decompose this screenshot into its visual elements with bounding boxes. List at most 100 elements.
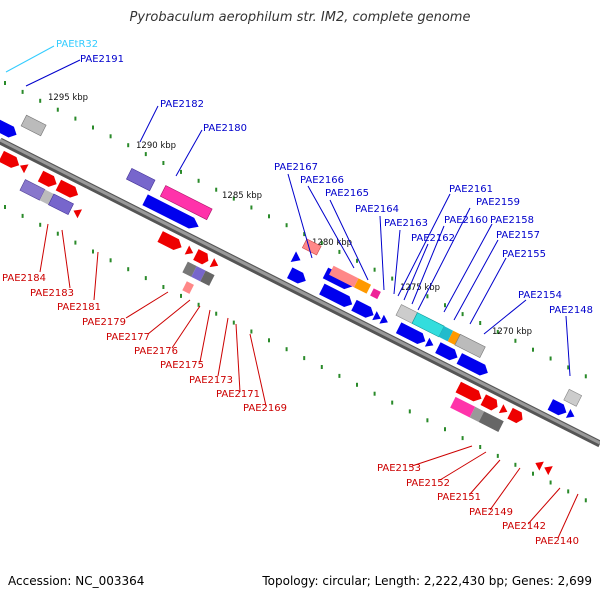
gene-feature[interactable] [533,458,544,471]
gene-feature[interactable] [20,114,47,137]
gene-label[interactable]: PAE2182 [160,99,204,110]
gene-feature[interactable] [193,249,211,266]
gene-label[interactable]: PAE2140 [535,536,579,547]
scale-tick [180,293,182,298]
gene-feature[interactable] [507,407,525,425]
gene-label[interactable]: PAE2165 [325,188,369,199]
gene-feature[interactable] [395,322,428,346]
scale-tick [268,338,270,343]
leader-line [5,45,55,73]
gene-label[interactable]: PAE2162 [411,233,455,244]
gene-label[interactable]: PAE2151 [437,492,481,503]
gene-label[interactable]: PAE2177 [106,332,150,343]
scale-tick [56,107,59,112]
leader-line [249,333,267,407]
scale-tick [21,89,24,94]
gene-feature[interactable] [372,311,383,323]
gene-label[interactable]: PAE2155 [502,249,546,260]
gene-feature[interactable] [542,463,553,476]
gene-feature[interactable] [301,238,322,256]
gene-feature[interactable] [563,388,583,407]
gene-label[interactable]: PAE2173 [189,375,233,386]
gene-label[interactable]: PAE2154 [518,290,562,301]
scale-tick [461,312,464,317]
gene-label[interactable]: PAE2169 [243,403,287,414]
gene-feature[interactable] [438,326,454,342]
gene-feature[interactable] [48,193,74,216]
gene-feature[interactable] [37,170,59,190]
gene-feature[interactable] [18,161,29,174]
gene-label[interactable]: PAE2161 [449,184,493,195]
gene-feature[interactable] [351,299,376,321]
gene-feature[interactable] [547,399,569,418]
genome-title: Pyrobaculum aerophilum str. IM2, complet… [129,10,471,25]
gene-label[interactable]: PAE2180 [203,123,247,134]
gene-feature[interactable] [0,150,22,171]
gene-feature[interactable] [290,251,304,265]
gene-feature[interactable] [469,406,485,423]
gene-label[interactable]: PAE2184 [2,273,46,284]
gene-feature[interactable] [354,278,372,294]
gene-label[interactable]: PAE2167 [274,162,318,173]
gene-feature[interactable] [455,381,485,404]
gene-feature[interactable] [456,353,491,378]
gene-label[interactable]: PAE2148 [549,305,593,316]
gene-label[interactable]: PAEtR32 [56,39,98,50]
gene-label[interactable]: PAE2149 [469,507,513,518]
gene-feature[interactable] [182,281,194,294]
accession-text: Accession: NC_003364 [8,574,145,588]
gene-feature[interactable] [200,270,215,286]
gene-feature[interactable] [209,258,221,270]
gene-label[interactable]: PAE2160 [444,215,488,226]
gene-feature[interactable] [424,337,436,350]
leader-line [147,299,191,335]
gene-feature[interactable] [319,283,355,310]
gene-feature[interactable] [435,342,460,363]
gene-feature[interactable] [142,194,201,232]
gene-feature[interactable] [480,394,501,412]
gene-label[interactable]: PAE2152 [406,478,450,489]
gene-feature[interactable] [0,118,19,141]
gene-label[interactable]: PAE2153 [377,463,421,474]
gene-feature[interactable] [182,261,197,277]
gene-feature[interactable] [184,245,196,258]
gene-feature[interactable] [370,288,381,300]
gene-feature[interactable] [565,408,577,421]
gene-feature[interactable] [191,266,206,282]
gene-feature[interactable] [157,231,184,253]
gene-feature[interactable] [498,404,510,416]
gene-label[interactable]: PAE2179 [82,317,126,328]
scale-tick [426,294,429,299]
gene-label[interactable]: PAE2183 [30,288,74,299]
leader-line [235,323,241,393]
gene-label[interactable]: PAE2176 [134,346,178,357]
gene-feature[interactable] [447,330,461,346]
gene-label[interactable]: PAE2164 [355,204,399,215]
gene-feature[interactable] [286,267,308,286]
scale-tick [39,98,42,103]
gene-feature[interactable] [379,314,390,327]
gene-feature[interactable] [159,185,213,221]
kbp-label: 1275 kbp [400,283,440,293]
gene-feature[interactable] [55,179,81,201]
scale-tick [408,409,411,414]
leader-line [411,225,445,305]
gene-label[interactable]: PAE2159 [476,197,520,208]
gene-feature[interactable] [126,167,156,192]
gene-feature[interactable] [450,396,476,418]
gene-label[interactable]: PAE2163 [384,218,428,229]
gene-label[interactable]: PAE2181 [57,302,101,313]
gene-feature[interactable] [329,265,359,288]
gene-feature[interactable] [454,333,486,359]
gene-feature[interactable] [71,206,83,219]
gene-label[interactable]: PAE2157 [496,230,540,241]
scale-tick [197,302,200,307]
gene-label[interactable]: PAE2142 [502,521,546,532]
gene-label[interactable]: PAE2171 [216,389,260,400]
gene-label[interactable]: PAE2166 [300,175,344,186]
gene-label[interactable]: PAE2191 [80,54,124,65]
scale-tick [303,232,306,237]
gene-label[interactable]: PAE2158 [490,215,534,226]
gene-feature[interactable] [478,411,504,432]
gene-label[interactable]: PAE2175 [160,360,204,371]
